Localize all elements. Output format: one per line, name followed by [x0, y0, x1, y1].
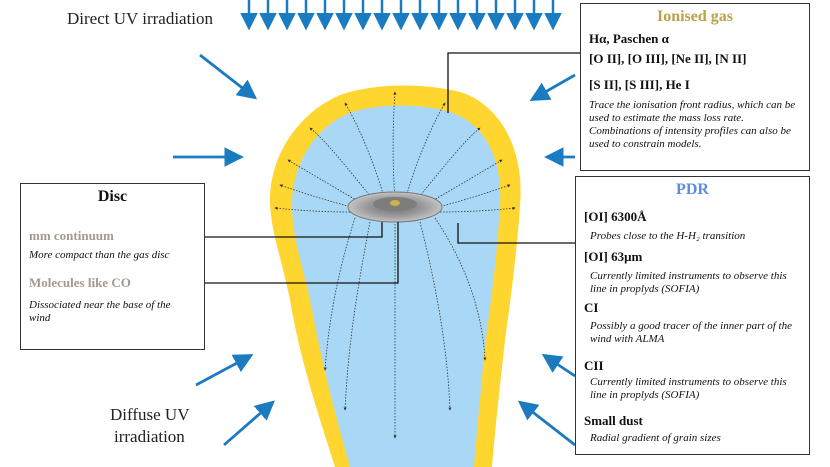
mm-continuum-note: More compact than the gas disc [29, 249, 170, 261]
pdr-info-box: PDR [OI] 6300Å Probes close to the H-H₂ … [575, 176, 810, 455]
small-dust-label: Small dust [584, 413, 643, 428]
cii-note: Currently limited instruments to observe… [590, 376, 787, 401]
diffuse-uv-label-line2: irradiation [114, 427, 185, 446]
ionised-lines-2: [O II], [O III], [Ne II], [N II] [589, 51, 747, 66]
leader-lines [205, 52, 580, 284]
pdr-box-title: PDR [676, 181, 709, 198]
co-molecules-note: Dissociated near the base of the wind [29, 299, 171, 324]
flow-streamlines [274, 91, 516, 439]
cii-label: CII [584, 358, 604, 373]
direct-uv-arrows [240, 0, 562, 31]
oi-63um-note: Currently limited instruments to observe… [590, 270, 787, 295]
mm-continuum-label: mm continuum [29, 228, 114, 243]
star [390, 200, 400, 206]
ci-label: CI [584, 300, 599, 315]
uv-arrows [173, 53, 576, 447]
ionised-lines-1: Hα, Paschen α [589, 31, 669, 46]
disc-box-title: Disc [97, 188, 128, 205]
oi-6300-note: Probes close to the H-H₂ transition [590, 230, 746, 242]
diffuse-uv-label-line1: Diffuse UV [110, 405, 190, 424]
ci-note: Possibly a good tracer of the inner part… [590, 320, 792, 345]
small-dust-note: Radial gradient of grain sizes [590, 432, 721, 444]
ionised-note: Trace the ionisation front radius, which… [589, 99, 796, 150]
ionised-gas-info-box: Ionised gas Hα, Paschen α [O II], [O III… [580, 3, 810, 171]
direct-uv-label: Direct UV irradiation [67, 9, 214, 28]
ionised-box-title: Ionised gas [656, 8, 734, 25]
oi-6300-label: [OI] 6300Å [584, 209, 647, 224]
co-molecules-label: Molecules like CO [29, 275, 131, 290]
ionised-lines-3: [S II], [S III], He I [589, 77, 690, 92]
oi-63um-label: [OI] 63μm [584, 249, 643, 264]
disc-info-box: Disc mm continuum More compact than the … [20, 183, 205, 350]
